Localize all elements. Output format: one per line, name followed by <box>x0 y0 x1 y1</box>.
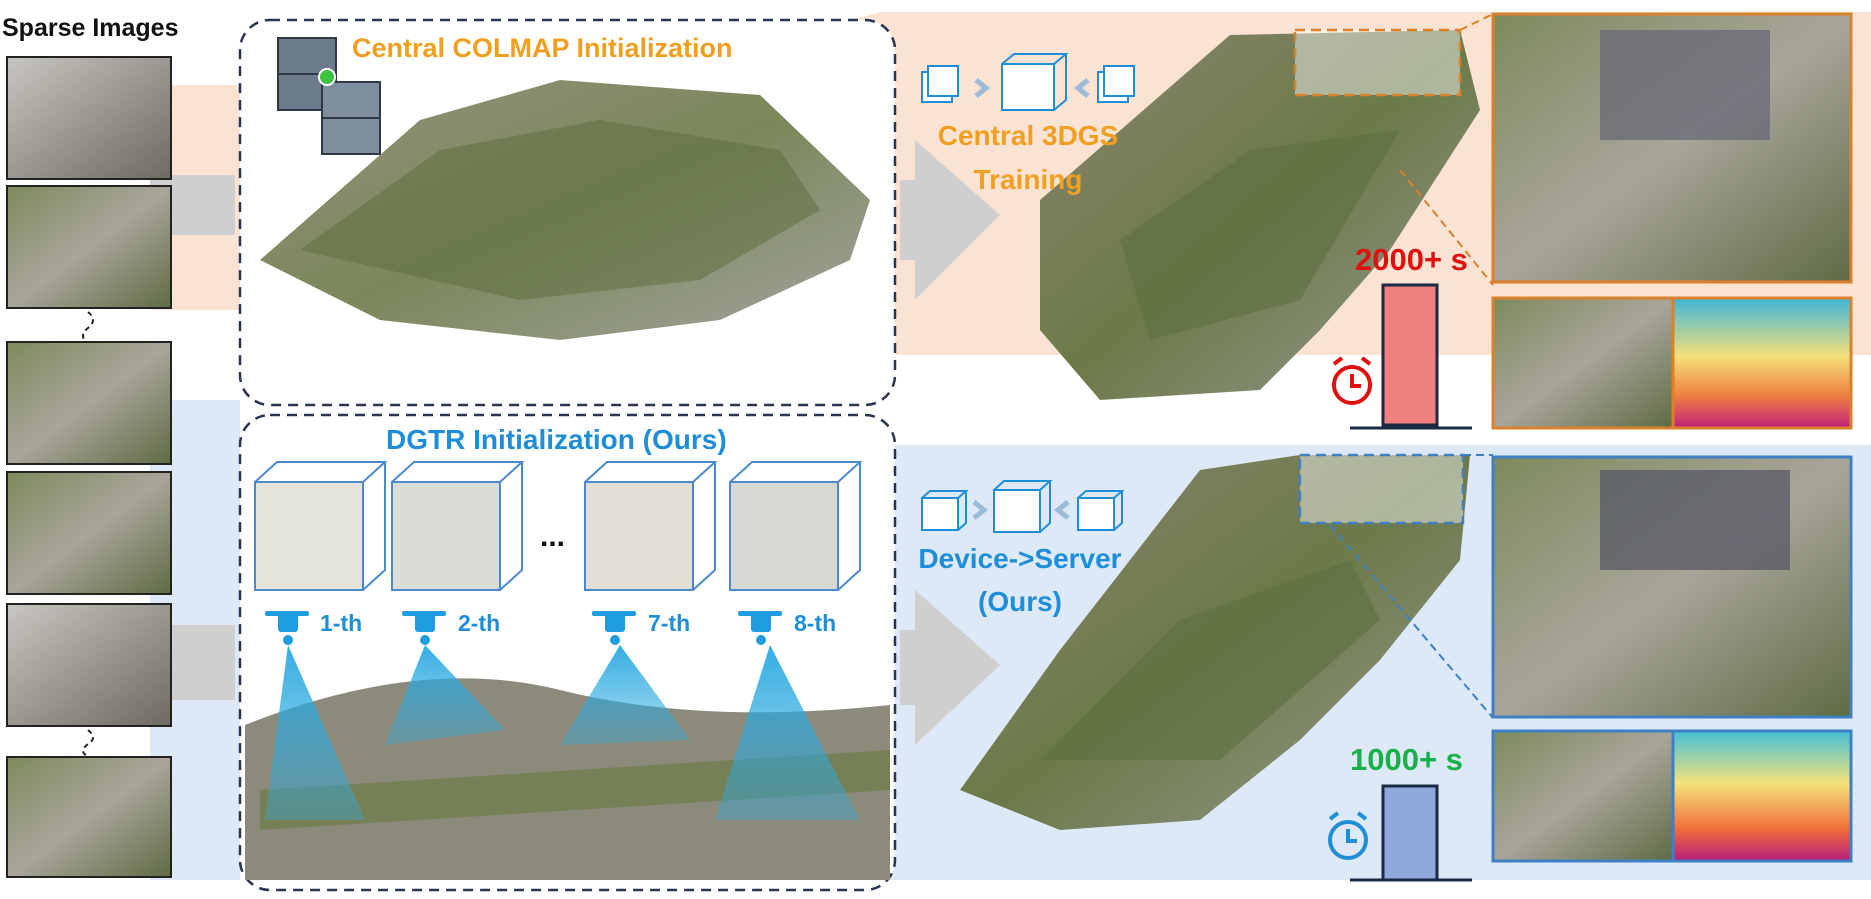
cube-7 <box>584 461 718 591</box>
central-3dgs-label: Central 3DGS <box>937 120 1119 151</box>
cube-label-7: 7-th <box>648 610 691 636</box>
drone-icon-1 <box>265 611 309 645</box>
top-rgb-thumb <box>1491 296 1675 430</box>
drone-icon-7 <box>592 611 636 645</box>
drone-beam-2 <box>385 645 505 745</box>
cube-label-1: 1-th <box>320 610 363 636</box>
drone-icon-8 <box>738 611 782 645</box>
chevron-right-icon-top <box>974 78 991 98</box>
cube-8 <box>729 461 863 591</box>
sparse-image-thumbnails <box>6 56 172 878</box>
sparse-images-title: Sparse Images <box>2 14 179 42</box>
arrow-right-top-shaft <box>900 180 920 260</box>
point-cloud-cube-icon-top <box>1001 53 1069 111</box>
ours-label: (Ours) <box>978 586 1062 617</box>
cube-label-8: 8-th <box>794 610 837 636</box>
cube-2 <box>391 461 525 591</box>
time-bar-2000 <box>1381 283 1439 427</box>
chevron-right-icon-bottom <box>972 500 989 520</box>
training-label: Training <box>973 164 1083 195</box>
drone-icon-2 <box>402 611 446 645</box>
arrow-right-bottom <box>915 590 1000 745</box>
image-stack-icon-top-right <box>1097 65 1135 103</box>
colmap-init-title: Central COLMAP Initialization <box>352 33 733 63</box>
time-2000-label: 2000+ s <box>1355 242 1468 277</box>
cube-1 <box>254 461 388 591</box>
top-zoom-line-2 <box>1399 169 1494 286</box>
thumbnail-4 <box>6 471 172 595</box>
drone-beam-1 <box>265 645 365 820</box>
local-reconstruction-cubes <box>254 461 863 591</box>
thumbnail-5 <box>6 603 172 727</box>
time-bar-1000 <box>1381 784 1439 882</box>
arrow-right-bottom-shaft <box>900 630 920 705</box>
arrow-right-top <box>915 140 1000 300</box>
dgtr-init-title: DGTR Initialization (Ours) <box>386 424 727 455</box>
chevron-left-icon-bottom <box>1053 500 1070 520</box>
server-icon <box>277 37 381 155</box>
thumbnail-1 <box>6 56 172 180</box>
thumbnail-6 <box>6 756 172 878</box>
connector-squiggle-2 <box>82 729 94 757</box>
cube-label-2: 2-th <box>458 610 501 636</box>
bottom-zoom-region <box>1298 453 1465 525</box>
point-cloud-cube-icon-bottom-left <box>921 490 969 531</box>
top-zoom-region <box>1293 28 1462 97</box>
bottom-rgb-thumb <box>1491 729 1675 863</box>
bottom-render-view <box>1491 455 1853 719</box>
drone-beam-7 <box>560 645 690 745</box>
cube-ellipsis: ... <box>540 520 566 553</box>
alarm-clock-icon-red <box>1332 356 1372 405</box>
point-cloud-cube-icon-bottom-right <box>1077 490 1125 531</box>
connector-squiggle-1 <box>82 311 94 345</box>
point-cloud-cube-icon-bottom-center <box>993 480 1053 533</box>
device-server-label: Device->Server <box>918 543 1122 574</box>
thumbnail-3 <box>6 341 172 465</box>
top-time-chart <box>1350 283 1472 430</box>
time-1000-label: 1000+ s <box>1350 742 1463 777</box>
drone-beam-8 <box>715 645 860 820</box>
bottom-time-chart <box>1350 784 1472 882</box>
image-stack-icon-top-left <box>921 65 959 103</box>
bottom-depth-thumb <box>1671 729 1853 863</box>
alarm-clock-icon-blue <box>1328 811 1368 860</box>
top-zoom-line-1 <box>1459 13 1494 31</box>
thumbnail-2 <box>6 185 172 309</box>
top-depth-thumb <box>1671 296 1853 430</box>
chevron-left-icon-top <box>1073 78 1090 98</box>
bottom-zoom-line-2 <box>1329 524 1494 719</box>
